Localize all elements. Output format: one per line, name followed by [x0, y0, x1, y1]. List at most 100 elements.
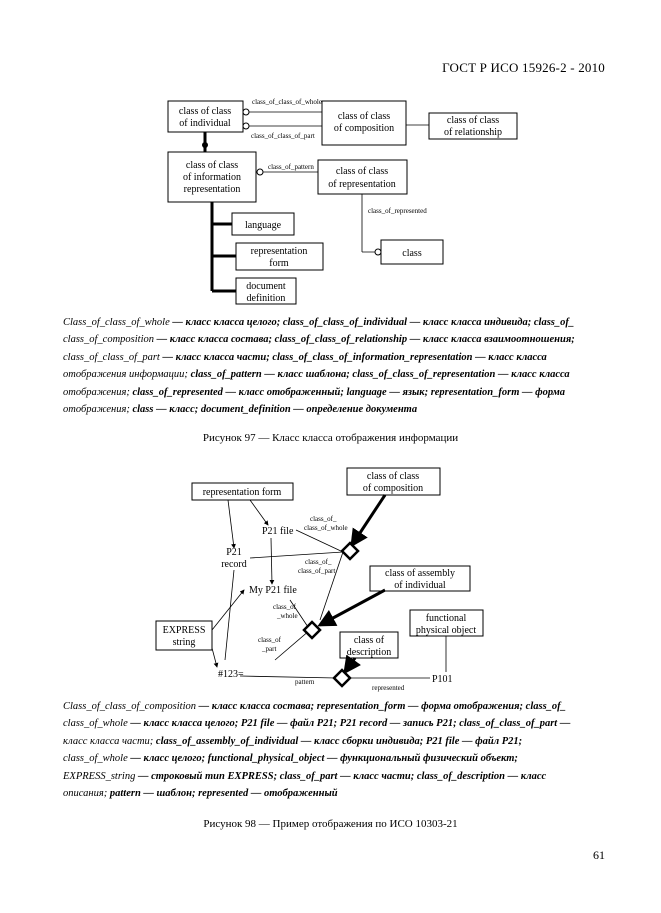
- txt98-desc-2: description: [347, 647, 391, 658]
- txt98-func-1: functional: [426, 613, 467, 624]
- txt98-hash123: #123=: [218, 669, 244, 680]
- legend-segment: class_of_whole: [63, 753, 128, 765]
- figure-98-legend: Class_of_class_of_composition — класс кл…: [63, 698, 608, 802]
- figure-97-caption: Рисунок 97 — Класс класса отображения ин…: [202, 432, 459, 444]
- legend-segment: — строковый тип EXPRESS; class_of_part —…: [135, 770, 547, 782]
- legend-segment: отображения;: [63, 386, 133, 398]
- figure-97-diagram: class of class of individual class of cl…: [0, 0, 661, 312]
- legend-line: отображения; class_of_represented — клас…: [63, 384, 608, 401]
- box-class: [380, 239, 444, 265]
- diamond-description: [332, 668, 352, 688]
- figure-97-legend: Class_of_class_of_whole — класс класса ц…: [63, 314, 608, 418]
- legend-segment: class_of_class_of_part: [63, 351, 160, 363]
- txt98-p21record-2: record: [221, 559, 247, 570]
- txt-class: class: [402, 248, 422, 259]
- legend-segment: EXPRESS_string: [63, 770, 136, 782]
- txt-info-3: representation: [184, 184, 241, 195]
- txt98-expr-2: string: [173, 637, 196, 648]
- txt-repr-2: of representation: [328, 179, 395, 190]
- legend-segment: class_of_whole: [63, 718, 128, 730]
- legend-line: class_of_whole — класс целого; functiona…: [63, 750, 608, 767]
- txt98-rform: representation form: [203, 487, 282, 498]
- legend-segment: — класс класса целого; P21 file — файл P…: [127, 718, 571, 730]
- legend-segment: — класс целого; functional_physical_obje…: [127, 753, 518, 765]
- txt-rel-1: class of class: [447, 115, 499, 126]
- txt98-p21record-1: P21: [226, 547, 242, 558]
- lbl98-coc-whole-1: class_of_: [310, 515, 337, 523]
- legend-segment: — класс класса состава; representation_f…: [196, 701, 566, 712]
- txt-comp-2: of composition: [334, 123, 394, 134]
- txt-language: language: [245, 220, 282, 231]
- txt-info-2: of information: [183, 172, 241, 183]
- lbl98-co-whole-1: class_of: [273, 603, 297, 611]
- txt98-comp-2: of composition: [363, 483, 423, 494]
- legend-segment: отображения;: [63, 404, 133, 416]
- legend-segment: Class_of_class_of_composition: [63, 701, 197, 712]
- legend-segment: — класс класса состава; class_of_class_o…: [154, 334, 575, 346]
- txt98-myp21file: My P21 file: [249, 585, 297, 596]
- box-express-string: [155, 620, 213, 651]
- legend-segment: pattern — шаблон; represented — отображе…: [109, 788, 338, 800]
- legend-line: Class_of_class_of_composition — класс кл…: [63, 698, 608, 715]
- txt98-desc-1: class of: [354, 635, 385, 646]
- lbl98-represented: represented: [372, 684, 405, 692]
- txt98-p21file: P21 file: [262, 526, 294, 537]
- txt98-asm-2: of individual: [394, 580, 446, 591]
- legend-line: отображения; class — класс; document_def…: [63, 401, 608, 418]
- legend-segment: описания;: [63, 788, 110, 800]
- lbl-class-of-pattern: class_of_pattern: [268, 163, 314, 171]
- diamond-assembly: [302, 620, 322, 640]
- lbl98-co-part-1: class_of: [258, 636, 282, 644]
- legend-line: класс класса части; class_of_assembly_of…: [63, 733, 608, 750]
- lbl-class-of-class-of-part: class_of_class_of_part: [251, 132, 315, 140]
- legend-line: отображения информации; class_of_pattern…: [63, 366, 608, 383]
- lbl-class-of-represented: class_of_represented: [368, 207, 427, 215]
- legend-segment: class_of_assembly_of_individual — класс …: [155, 735, 523, 747]
- legend-segment: — класс класса целого; class_of_class_of…: [169, 317, 575, 328]
- txt98-p101: P101: [432, 674, 453, 685]
- lbl98-coc-whole-2: class_of_whole: [304, 524, 348, 532]
- box-representation-form-2: [191, 482, 294, 501]
- txt-comp-1: class of class: [338, 111, 390, 122]
- box-class-of-class-of-relationship: [428, 112, 518, 140]
- lbl98-coc-part-2: class_of_part: [298, 567, 335, 575]
- box-class-of-assembly-of-individual: [369, 565, 471, 592]
- legend-line: описания; pattern — шаблон; represented …: [63, 785, 608, 802]
- legend-line: class_of_class_of_part — класс класса ча…: [63, 349, 608, 366]
- txt-doc-2: definition: [247, 293, 286, 304]
- box-class-of-description: [339, 631, 399, 659]
- box-class-of-class-of-representation: [317, 159, 408, 195]
- legend-line: Class_of_class_of_whole — класс класса ц…: [63, 314, 608, 331]
- lbl98-pattern: pattern: [295, 678, 315, 686]
- txt98-asm-1: class of assembly: [385, 568, 455, 579]
- box-document-definition: [235, 277, 297, 305]
- diamond-composition: [340, 541, 360, 561]
- legend-segment: class_of_pattern — класс шаблона; class_…: [190, 369, 570, 381]
- box-class-of-class-of-information-representation: [167, 151, 257, 203]
- legend-segment: класс класса части;: [63, 735, 156, 747]
- legend-segment: Class_of_class_of_whole: [63, 317, 170, 328]
- document-header: ГОСТ Р ИСО 15926-2 - 2010: [442, 60, 605, 75]
- txt98-comp-1: class of class: [367, 471, 419, 482]
- txt-info-1: class of class: [186, 160, 238, 171]
- txt-ind-1: class of class: [179, 106, 231, 117]
- txt-ind-2: of individual: [179, 118, 231, 129]
- figure-98-caption: Рисунок 98 — Пример отображения по ИСО 1…: [203, 818, 458, 830]
- lbl98-co-part-2: _part: [261, 645, 276, 653]
- lbl-class-of-class-of-whole: class_of_class_of_whole: [252, 98, 322, 106]
- box-class-of-class-of-individual: [167, 100, 244, 133]
- txt-repr-1: class of class: [336, 166, 388, 177]
- page-number: 61: [593, 848, 605, 862]
- txt-rel-2: of relationship: [444, 127, 502, 138]
- lbl98-co-whole-2: _whole: [276, 612, 298, 620]
- legend-line: class_of_whole — класс класса целого; P2…: [63, 715, 608, 732]
- legend-segment: class_of_composition: [63, 334, 154, 346]
- legend-segment: class_of_represented — класс отображенны…: [132, 386, 566, 398]
- txt-rform-2: form: [269, 258, 289, 269]
- legend-segment: отображения информации;: [63, 369, 191, 381]
- lbl98-coc-part-1: class_of_: [305, 558, 332, 566]
- box-class-of-class-of-composition-2: [346, 467, 441, 496]
- legend-line: class_of_composition — класс класса сост…: [63, 331, 608, 348]
- txt-rform-1: representation: [251, 246, 308, 257]
- txt98-expr-1: EXPRESS: [163, 625, 206, 636]
